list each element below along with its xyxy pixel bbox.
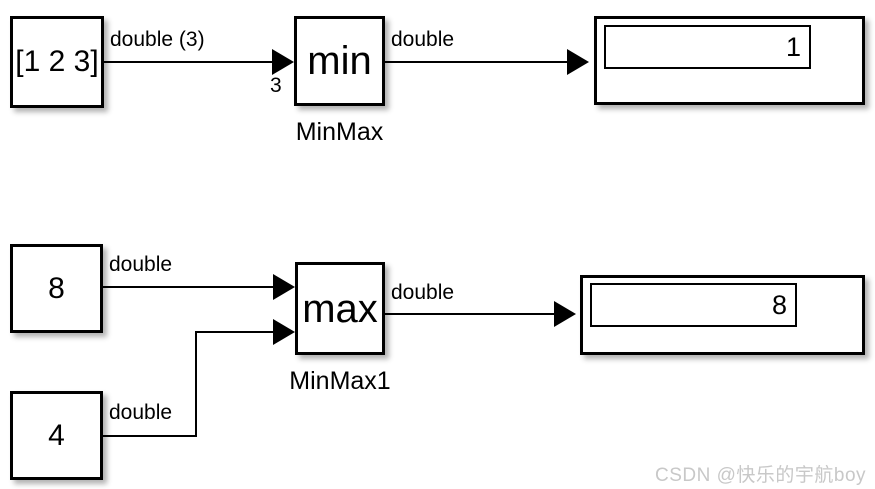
signal-label-double-3: double (3) [110, 28, 205, 51]
display-block-1[interactable]: 1 [594, 16, 865, 105]
wire-vector-to-min [104, 61, 274, 63]
signal-label-8-output: double [109, 253, 173, 276]
minmax1-block-name: MinMax1 [289, 367, 391, 395]
wire-8-to-max [103, 286, 275, 288]
minmax-block-name: MinMax [295, 118, 384, 146]
arrow-into-display-1 [567, 49, 589, 75]
display-value-2: 8 [771, 289, 787, 320]
wire-min-to-display [385, 61, 569, 63]
display-value-1: 1 [785, 31, 801, 62]
minmax-block[interactable]: min [294, 16, 385, 106]
minmax1-operator-label: max [302, 286, 378, 331]
csdn-watermark: CSDN @快乐的宇航boy [655, 465, 867, 486]
arrow-into-max-input1 [273, 274, 295, 300]
wire-4-vertical [195, 331, 197, 437]
display-block-2[interactable]: 8 [580, 275, 865, 355]
constant-8-block[interactable]: 8 [10, 244, 103, 333]
arrow-into-min [272, 49, 294, 75]
signal-width-label-3: 3 [270, 74, 282, 97]
display-readout-2: 8 [590, 283, 797, 327]
arrow-into-max-input2 [273, 319, 295, 345]
signal-label-4-output: double [109, 401, 173, 424]
arrow-into-display-2 [554, 301, 576, 327]
wire-4-to-max [195, 331, 275, 333]
wire-4-horizontal [103, 435, 197, 437]
constant-vector-block[interactable]: [1 2 3] [10, 16, 104, 108]
constant-vector-value: [1 2 3] [15, 45, 99, 78]
constant-8-value: 8 [48, 271, 65, 305]
minmax-operator-label: min [307, 39, 372, 83]
wire-max-to-display [385, 313, 556, 315]
constant-4-block[interactable]: 4 [10, 391, 103, 480]
display-readout-1: 1 [604, 25, 811, 69]
minmax1-block[interactable]: max [295, 262, 385, 355]
signal-label-min-output: double [391, 28, 455, 51]
signal-label-max-output: double [391, 281, 455, 304]
constant-4-value: 4 [48, 418, 65, 452]
